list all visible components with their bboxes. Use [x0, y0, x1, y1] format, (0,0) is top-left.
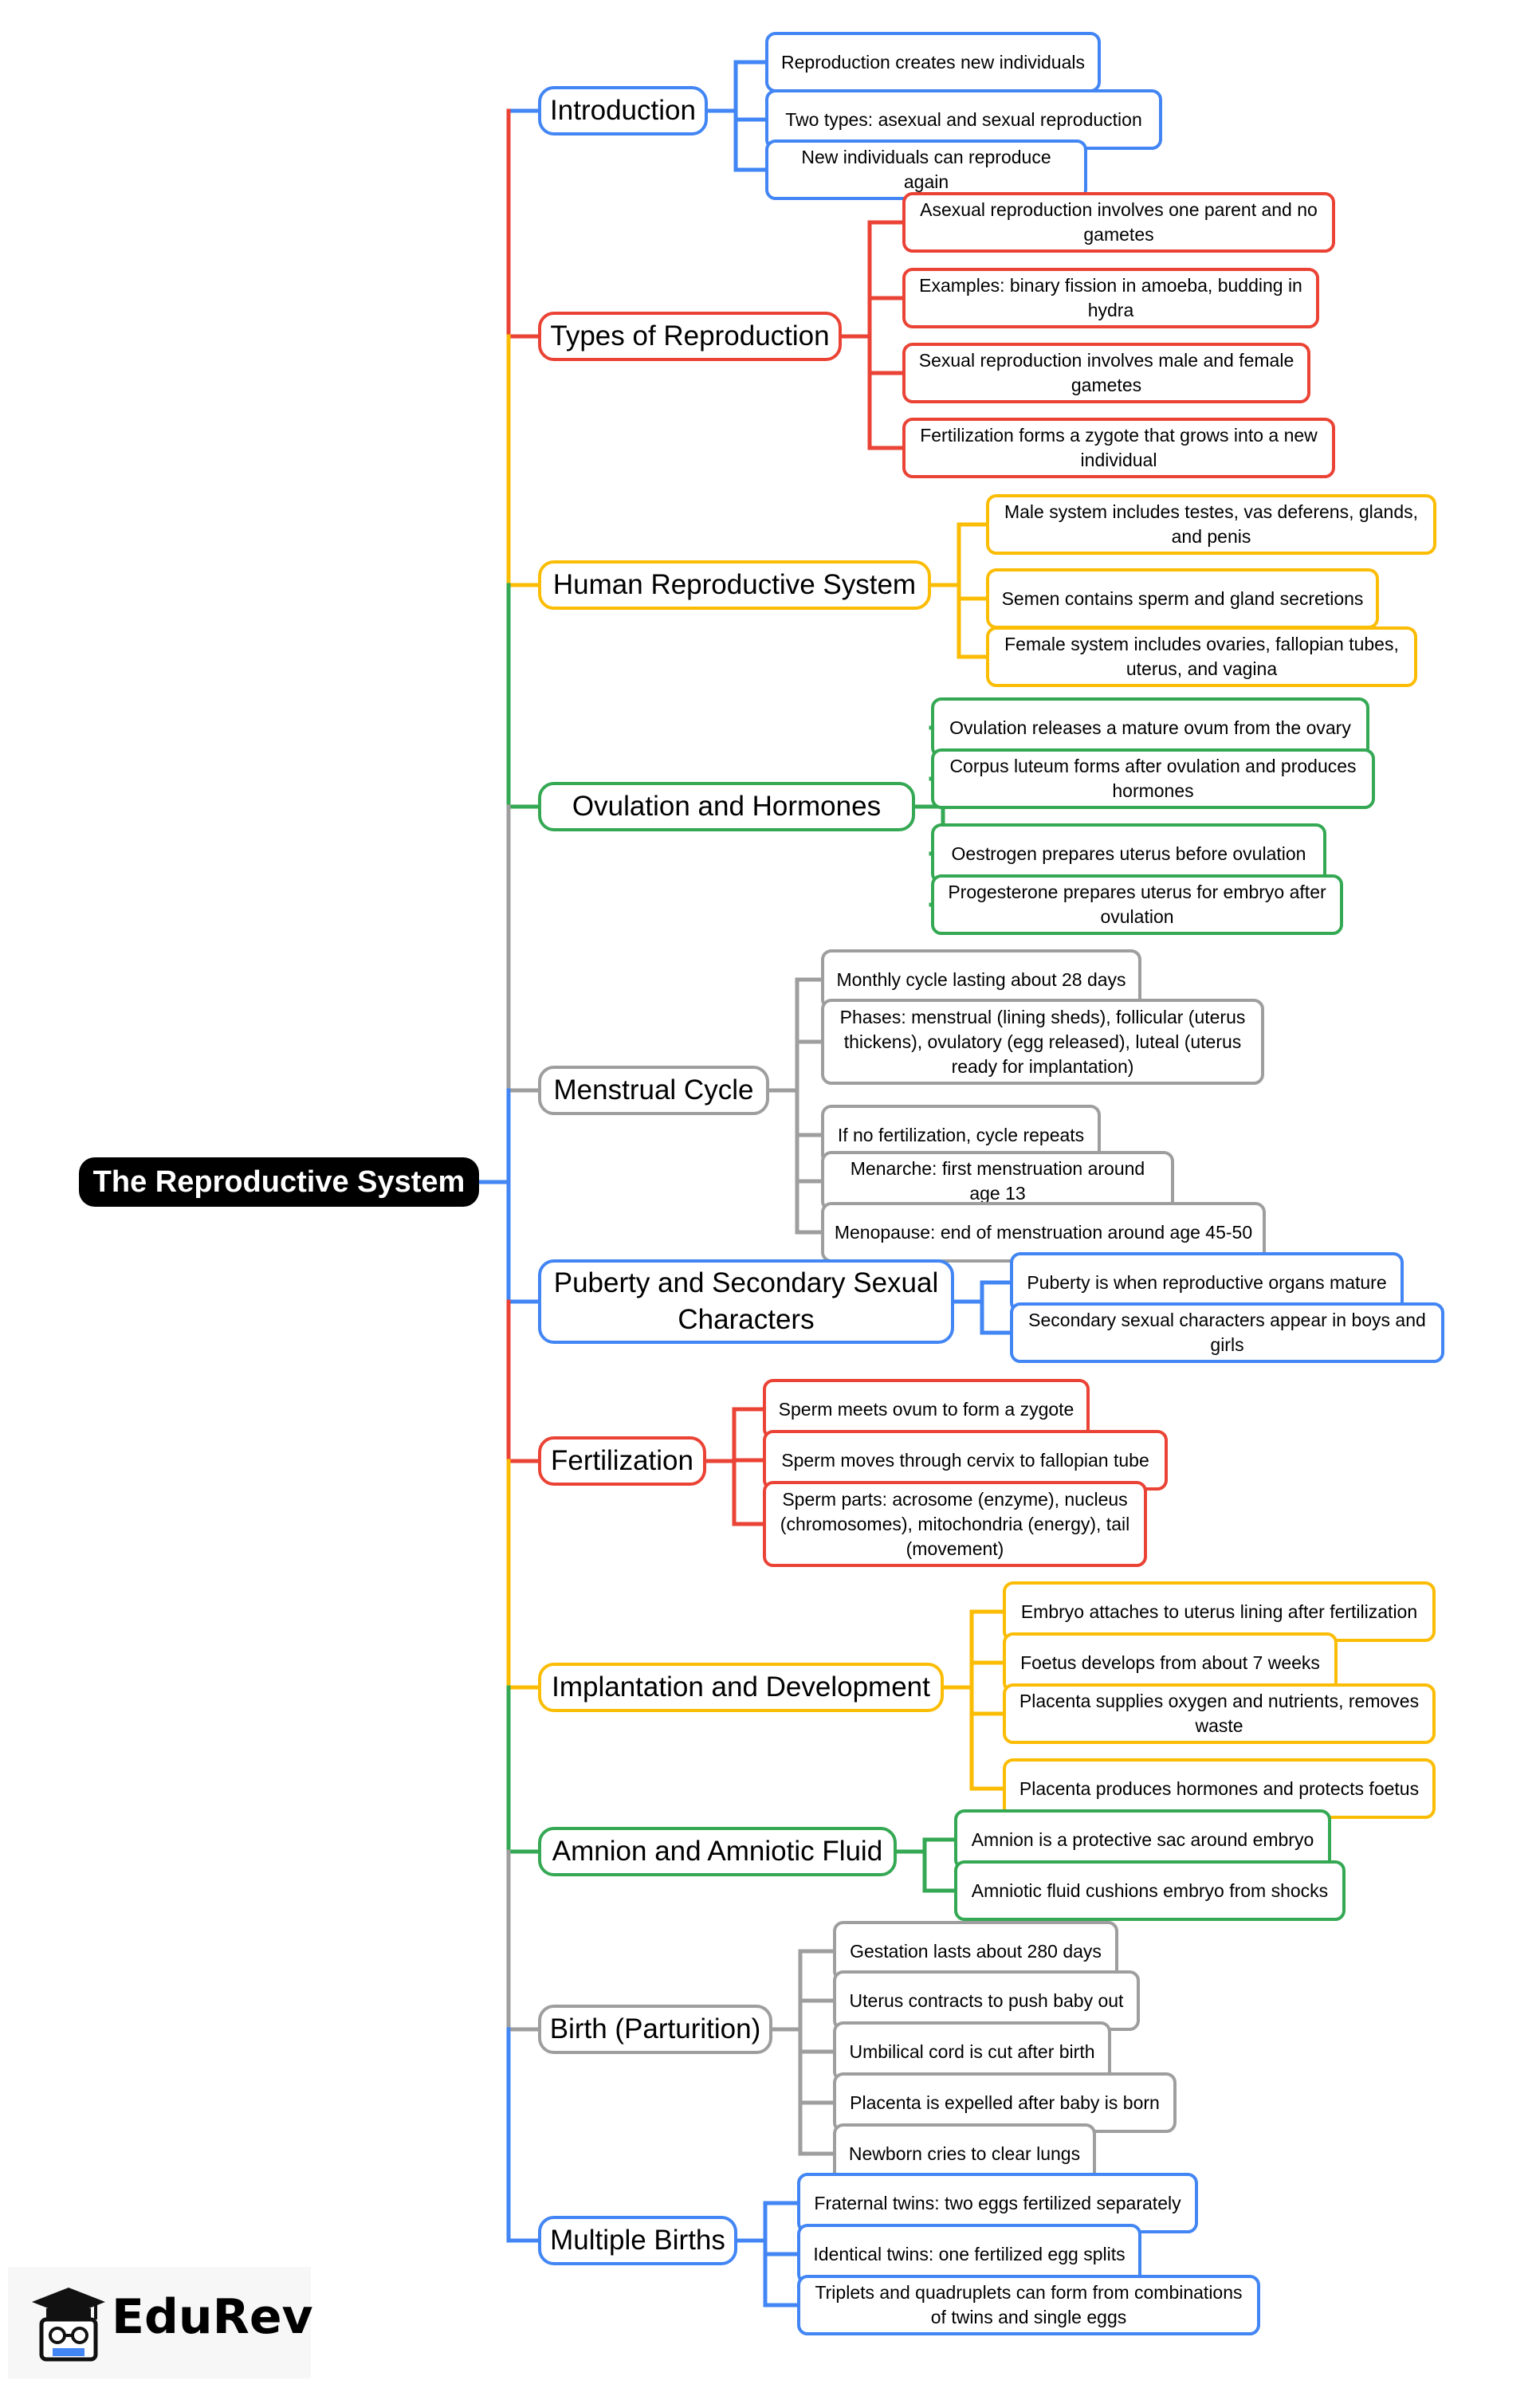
edurev-logo: EduRev	[8, 2267, 313, 2378]
branch-node: Fertilization	[538, 1436, 706, 1486]
leaf-node: Triplets and quadruplets can form from c…	[797, 2275, 1260, 2335]
leaf-node: Sperm parts: acrosome (enzyme), nucleus …	[763, 1481, 1147, 1567]
leaf-node: New individuals can reproduce again	[765, 139, 1087, 200]
logo-text: EduRev	[112, 2289, 313, 2345]
branch-node: Birth (Parturition)	[538, 2005, 772, 2054]
branch-node: Menstrual Cycle	[538, 1066, 769, 1115]
branch-node: Puberty and Secondary Sexual Characters	[538, 1259, 954, 1344]
root-node: The Reproductive System	[79, 1157, 479, 1207]
branch-node: Human Reproductive System	[538, 560, 931, 610]
graduation-cap-icon	[32, 2288, 105, 2362]
leaf-node: Placenta supplies oxygen and nutrients, …	[1003, 1683, 1436, 1744]
leaf-node: Asexual reproduction involves one parent…	[902, 192, 1335, 253]
leaf-node: Semen contains sperm and gland secretion…	[986, 568, 1379, 629]
leaf-node: Male system includes testes, vas deferen…	[986, 494, 1436, 555]
leaf-node: Fertilization forms a zygote that grows …	[902, 418, 1335, 478]
leaf-node: Reproduction creates new individuals	[765, 32, 1101, 92]
leaf-node: Sexual reproduction involves male and fe…	[902, 343, 1310, 403]
leaf-node: Sperm moves through cervix to fallopian …	[763, 1430, 1168, 1491]
leaf-node: Female system includes ovaries, fallopia…	[986, 626, 1417, 687]
leaf-node: Corpus luteum forms after ovulation and …	[931, 748, 1375, 809]
leaf-node: Amniotic fluid cushions embryo from shoc…	[954, 1860, 1346, 1921]
leaf-node: Phases: menstrual (lining sheds), follic…	[821, 999, 1264, 1085]
leaf-node: Secondary sexual characters appear in bo…	[1010, 1302, 1444, 1363]
leaf-node: Sperm meets ovum to form a zygote	[763, 1379, 1090, 1440]
leaf-node: Examples: binary fission in amoeba, budd…	[902, 268, 1319, 328]
leaf-node: Progesterone prepares uterus for embryo …	[931, 874, 1343, 935]
branch-node: Types of Reproduction	[538, 312, 842, 361]
leaf-node: Ovulation releases a mature ovum from th…	[931, 697, 1369, 758]
branch-node: Implantation and Development	[538, 1663, 944, 1712]
branch-node: Introduction	[538, 86, 708, 136]
leaf-node: Foetus develops from about 7 weeks	[1003, 1632, 1338, 1693]
leaf-node: Placenta produces hormones and protects …	[1003, 1758, 1436, 1819]
branch-node: Multiple Births	[538, 2216, 737, 2265]
branch-node: Amnion and Amniotic Fluid	[538, 1827, 897, 1876]
branch-node: Ovulation and Hormones	[538, 782, 915, 831]
